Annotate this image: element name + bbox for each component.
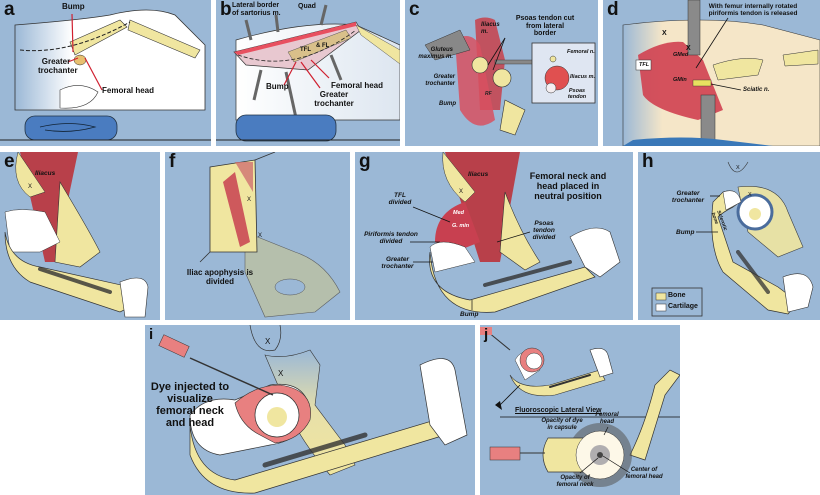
legend-label-cartilage: Cartilage: [668, 303, 698, 310]
annotation-tfl: TFL: [300, 47, 311, 53]
annotation-greater-trochanter: Greater trochanter: [671, 190, 705, 205]
annotation-fl: & FL: [316, 43, 330, 49]
annotation-x-1: X: [247, 197, 252, 203]
annotation-bump: Bump: [62, 2, 85, 11]
annotation-x: X: [459, 189, 464, 195]
legend-swatch-cartilage: [655, 303, 667, 312]
annotation-iliacus: Iliacus m.: [481, 22, 500, 35]
annotation-sciatic-n: Sciatic n.: [743, 87, 770, 93]
annotation-femoral-head: Femoral head: [595, 412, 619, 425]
annotation-g-min: G. min: [452, 223, 470, 229]
annotation-x-1: X: [265, 337, 271, 346]
panel-j-label: j: [484, 326, 489, 343]
panel-b-illustration: [216, 4, 400, 142]
inset-iliacus-m: Iliacus m.: [570, 74, 596, 80]
annotation-femoral-head: Femoral head: [331, 81, 384, 90]
inset-femoral-n: Femoral n.: [567, 49, 595, 55]
panel-a-label: a: [4, 0, 15, 20]
panel-h-label: h: [642, 152, 654, 172]
annotation-rf: RF: [485, 91, 492, 97]
annotation-x-2: X: [278, 369, 284, 378]
panel-b: b Lateral border of sartorius m. Quad TF…: [216, 0, 400, 146]
annotation-greater-trochanter: Greater trochanter: [314, 90, 354, 108]
panel-d: d With femur internally rotated piriform…: [603, 0, 820, 146]
panel-j-illustration: [480, 327, 680, 487]
panel-c-label: c: [409, 0, 420, 20]
annotation-neutral-position: Femoral neck and head placed in neutral …: [529, 171, 607, 201]
annotation-piriformis-tendon-divided: Piriformis tendon divided: [364, 231, 418, 246]
annotation-psoas-tendon-cut: Psoas tendon cut from lateral border: [515, 15, 575, 38]
panel-g-illustration: [410, 152, 621, 313]
annotation-tfl: TFL: [639, 62, 650, 68]
annotation-center-femoral-head: Center of femoral head: [625, 467, 663, 480]
annotation-greater-trochanter: Greater trochanter: [425, 74, 455, 87]
annotation-med: Med: [453, 210, 464, 216]
annotation-dye-injected: Dye injected to visualize femoral neck a…: [150, 381, 230, 430]
panel-c: c Psoas tendon cut from lateral border I…: [405, 0, 598, 146]
annotation-x-2: X: [686, 45, 691, 52]
legend-label-bone: Bone: [668, 292, 686, 299]
annotation-x-2: X: [748, 192, 752, 198]
annotation-x-1: X: [736, 165, 740, 171]
inset-psoas-tendon: Psoas tendon: [567, 88, 587, 101]
annotation-bump: Bump: [266, 82, 289, 91]
panel-i-illustration: [158, 325, 468, 494]
annotation-lateral-border-sartorius: Lateral border of sartorius m.: [232, 2, 281, 17]
panel-i: i Dye injected to visualize femoral neck…: [145, 325, 475, 495]
annotation-x-2: X: [258, 233, 263, 239]
panel-d-illustration: [622, 0, 820, 146]
panel-f: f X X Iliac apophysis is divided: [165, 152, 350, 320]
annotation-gmed: GMed: [673, 52, 689, 58]
panel-a: a Bump Greater trochanter Femoral head: [0, 0, 211, 146]
annotation-piriformis-released: With femur internally rotated piriformis…: [708, 3, 798, 18]
annotation-greater-trochanter: Greater trochanter: [38, 57, 78, 75]
panel-e-label: e: [4, 152, 15, 172]
panel-e-illustration: [4, 152, 149, 318]
annotation-femoral-head: Femoral head: [102, 86, 155, 95]
panel-i-label: i: [149, 326, 154, 343]
annotation-fluoroscopic-lateral-view: Fluoroscopic Lateral View: [515, 407, 602, 414]
annotation-bump: Bump: [460, 311, 479, 318]
panel-c-illustration: [424, 17, 596, 136]
annotation-greater-trochanter: Greater trochanter: [381, 256, 414, 271]
annotation-iliacus: Iliacus: [468, 171, 489, 178]
panel-g-label: g: [359, 152, 371, 172]
legend-swatch-bone: [655, 292, 667, 301]
panel-e: e Iliacus X: [0, 152, 160, 320]
annotation-iliac-apophysis-divided: Iliac apophysis is divided: [186, 268, 254, 286]
annotation-quad: Quad: [298, 3, 316, 10]
annotation-opacity-femoral-neck: Opacity of femoral neck: [556, 475, 594, 488]
panel-a-illustration: [0, 9, 211, 141]
annotation-iliacus: Iliacus: [35, 170, 56, 177]
annotation-opacity-dye-capsule: Opacity of dye in capsule: [541, 418, 583, 431]
panel-h: h Greater trochanter Bump Sclerotic bone…: [638, 152, 820, 320]
annotation-bump: Bump: [439, 101, 456, 107]
panel-b-label: b: [220, 0, 232, 20]
annotation-x: X: [28, 184, 33, 190]
annotation-x-1: X: [662, 30, 667, 37]
panel-f-label: f: [169, 152, 176, 172]
panel-f-illustration: [199, 152, 341, 318]
panel-g: g Femoral neck and head placed in neutra…: [355, 152, 633, 320]
panel-d-label: d: [607, 0, 619, 20]
annotation-tfl-divided: TFL divided: [388, 192, 412, 207]
annotation-gmin: GMin: [673, 77, 687, 83]
annotation-psoas-tendon-divided: Psoas tendon divided: [532, 220, 556, 242]
annotation-bump: Bump: [676, 229, 695, 236]
panel-h-illustration: [651, 161, 814, 317]
annotation-gluteus-maximus: Gluteus maximus m.: [418, 47, 453, 60]
panel-j: j Fluoroscopic Lateral View Opacity of d…: [480, 325, 680, 495]
